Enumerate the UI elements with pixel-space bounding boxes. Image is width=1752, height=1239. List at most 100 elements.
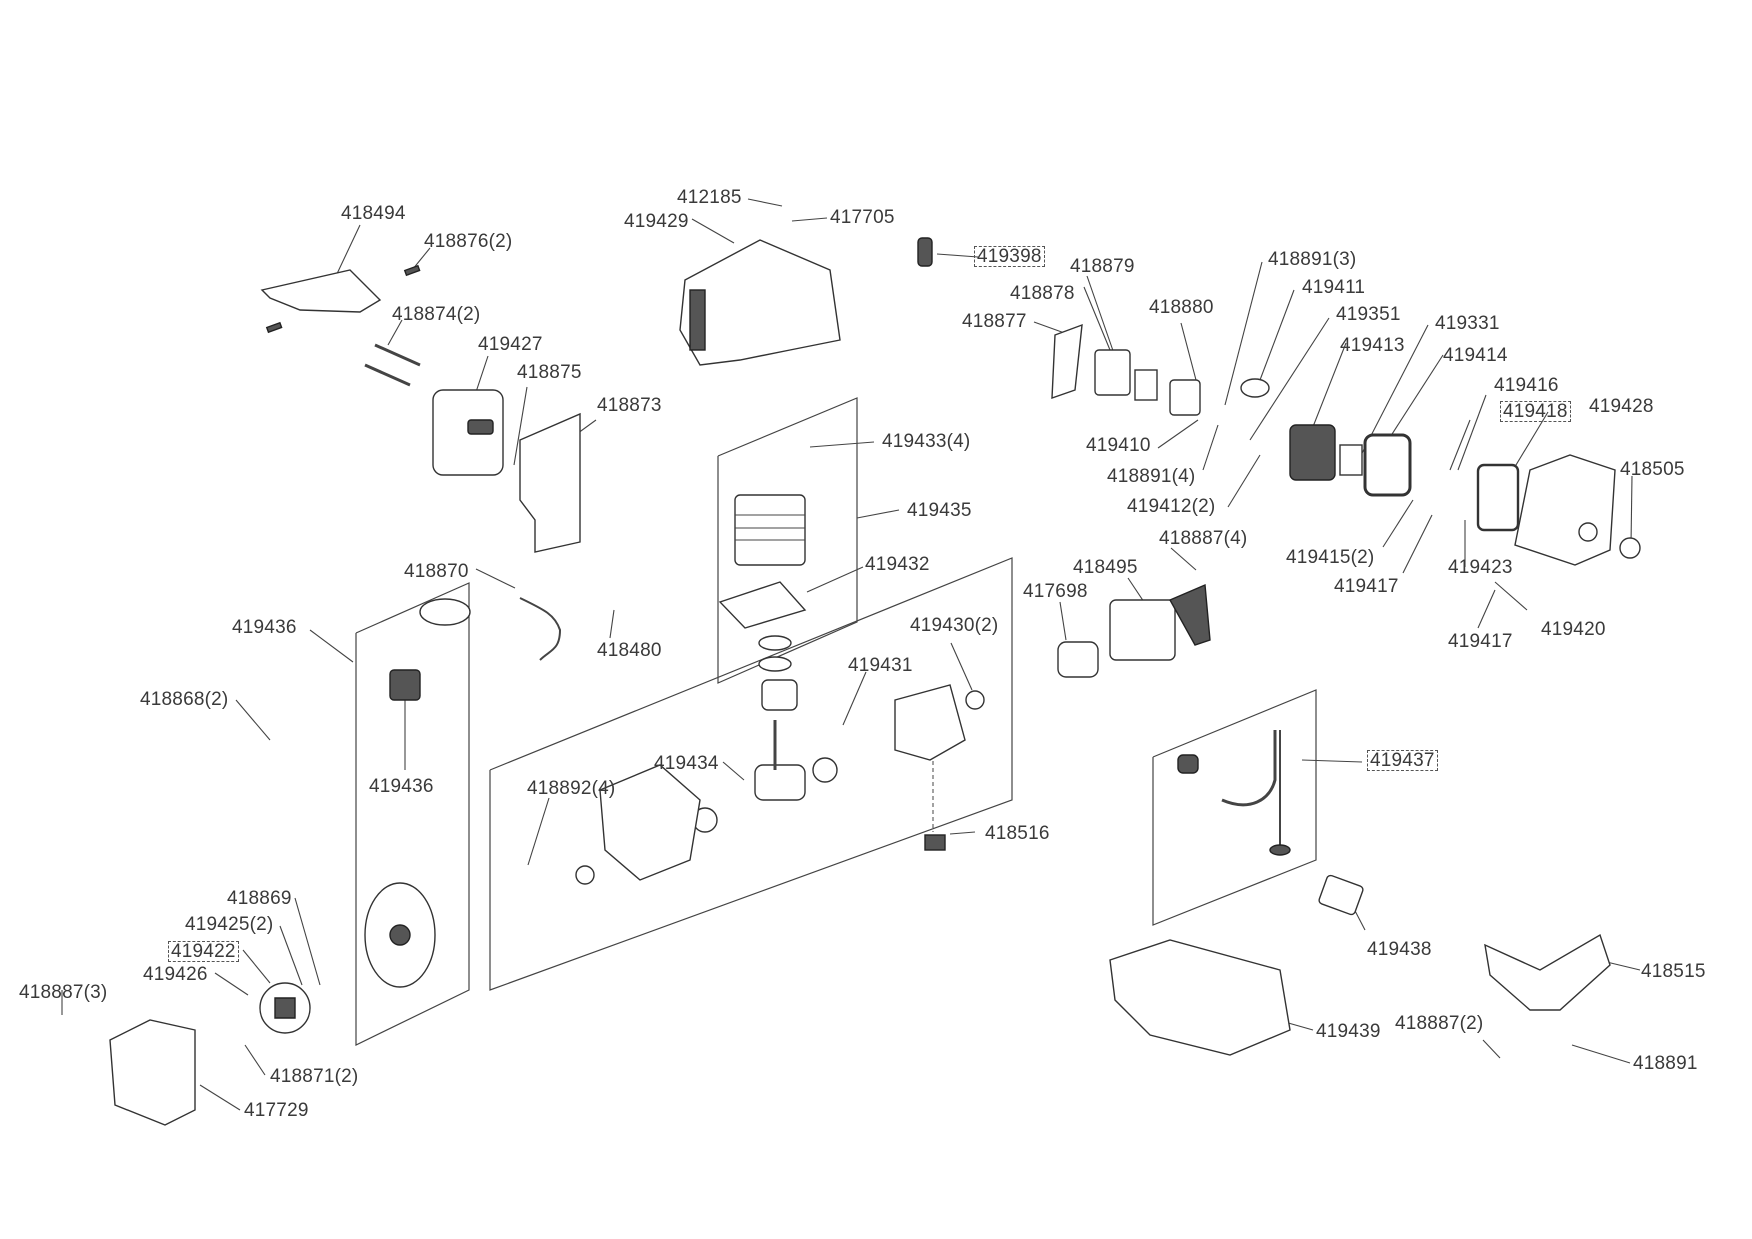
part-spark-plug <box>917 237 933 267</box>
part-label-418875: 418875 <box>517 362 582 383</box>
part-label-417729: 417729 <box>244 1100 309 1121</box>
part-starter-pulley <box>1057 641 1099 678</box>
part-carb-gasket <box>1339 444 1363 476</box>
part-label-418874: 418874(2) <box>392 304 481 325</box>
part-label-419398: 419398 <box>974 246 1045 267</box>
part-label-419411: 419411 <box>1302 277 1366 298</box>
part-label-418887-4: 418887(4) <box>1159 528 1248 549</box>
part-label-418878: 418878 <box>1010 283 1075 304</box>
part-seal <box>965 690 985 710</box>
part-label-419415: 419415(2) <box>1286 547 1375 568</box>
part-tank-guard <box>1484 933 1611 1011</box>
part-clutch <box>259 982 311 1034</box>
part-label-418892: 418892(4) <box>527 778 616 799</box>
part-label-419439: 419439 <box>1316 1021 1381 1042</box>
part-wire <box>519 597 562 661</box>
part-label-419430: 419430(2) <box>910 615 999 636</box>
part-label-418871: 418871(2) <box>270 1066 359 1087</box>
part-bolt <box>374 343 421 367</box>
part-label-419429: 419429 <box>624 211 689 232</box>
part-clip <box>1619 537 1641 559</box>
part-label-412185: 412185 <box>677 187 742 208</box>
part-label-419426: 419426 <box>143 964 208 985</box>
part-elbow <box>1240 378 1270 398</box>
part-label-418870: 418870 <box>404 561 469 582</box>
part-label-418868: 418868(2) <box>140 689 229 710</box>
part-rubber-mount <box>924 834 946 851</box>
part-label-418505: 418505 <box>1620 459 1685 480</box>
part-label-418891-4: 418891(4) <box>1107 466 1196 487</box>
part-muffler <box>432 389 504 476</box>
part-piston-rings <box>758 635 792 672</box>
part-flywheel <box>364 882 436 988</box>
part-label-418887-2: 418887(2) <box>1395 1013 1484 1034</box>
part-adapter <box>1169 379 1201 416</box>
part-label-417698: 417698 <box>1023 581 1088 602</box>
part-label-419420: 419420 <box>1541 619 1606 640</box>
part-label-418494: 418494 <box>341 203 406 224</box>
part-label-419422: 419422 <box>168 941 239 962</box>
part-gasket <box>1134 369 1158 401</box>
part-carburetor <box>1289 424 1336 481</box>
part-label-419436-a: 419436 <box>232 617 297 638</box>
part-label-419434: 419434 <box>654 753 719 774</box>
part-air-filter <box>1476 463 1520 532</box>
group-box-cylinder <box>717 397 858 684</box>
part-label-418515: 418515 <box>1641 961 1706 982</box>
part-label-419425: 419425(2) <box>185 914 274 935</box>
part-label-419414: 419414 <box>1443 345 1508 366</box>
part-crankcase-half <box>894 684 966 761</box>
part-label-419417-b: 419417 <box>1448 631 1513 652</box>
group-box-ignition <box>355 582 470 1046</box>
part-ignition-coil <box>389 598 471 701</box>
part-label-419427: 419427 <box>478 334 543 355</box>
part-label-419413: 419413 <box>1340 335 1405 356</box>
part-fuel-tank <box>1109 939 1291 1056</box>
part-starter-assembly <box>1109 583 1211 661</box>
group-box-fuel-line <box>1152 689 1317 926</box>
part-crankcase-half <box>599 764 701 881</box>
part-label-419431: 419431 <box>848 655 913 676</box>
part-label-419417-a: 419417 <box>1334 576 1399 597</box>
part-label-419412: 419412(2) <box>1127 496 1216 517</box>
part-label-418869: 418869 <box>227 888 292 909</box>
part-insulator <box>1094 349 1131 396</box>
part-bolt <box>364 363 411 387</box>
part-label-419351: 419351 <box>1336 304 1401 325</box>
part-fuel-filter <box>1177 754 1199 774</box>
part-fuel-cap <box>1318 874 1364 916</box>
part-label-419418: 419418 <box>1500 401 1571 422</box>
part-label-418876: 418876(2) <box>424 231 513 252</box>
part-label-419331: 419331 <box>1435 313 1500 334</box>
part-label-418877: 418877 <box>962 311 1027 332</box>
part-label-419423: 419423 <box>1448 557 1513 578</box>
part-crankshaft <box>754 720 806 801</box>
part-label-419433: 419433(4) <box>882 431 971 452</box>
group-box-crankcase <box>489 557 1013 991</box>
part-label-418887-3: 418887(3) <box>19 982 108 1003</box>
part-muffler-guard <box>260 269 382 313</box>
part-label-417705: 417705 <box>830 207 895 228</box>
part-fuel-line <box>1221 730 1291 856</box>
part-heat-shield <box>519 412 581 553</box>
part-label-418880: 418880 <box>1149 297 1214 318</box>
part-label-419436-b: 419436 <box>369 776 434 797</box>
part-label-418873: 418873 <box>597 395 662 416</box>
part-piston <box>761 679 798 711</box>
part-label-419435: 419435 <box>907 500 972 521</box>
part-cylinder-gasket <box>718 581 807 629</box>
part-air-filter-cover <box>1514 454 1616 566</box>
part-label-418891: 418891 <box>1633 1053 1698 1074</box>
part-engine-cover <box>679 239 841 366</box>
part-seal <box>575 865 595 885</box>
part-screw <box>265 321 283 334</box>
part-label-418495: 418495 <box>1073 557 1138 578</box>
part-label-418891-3: 418891(3) <box>1268 249 1357 270</box>
part-label-419437: 419437 <box>1367 750 1438 771</box>
part-starter-housing <box>109 1019 196 1126</box>
part-bearing <box>812 757 838 783</box>
part-label-418516: 418516 <box>985 823 1050 844</box>
part-label-419432: 419432 <box>865 554 930 575</box>
part-label-419410: 419410 <box>1086 435 1151 456</box>
